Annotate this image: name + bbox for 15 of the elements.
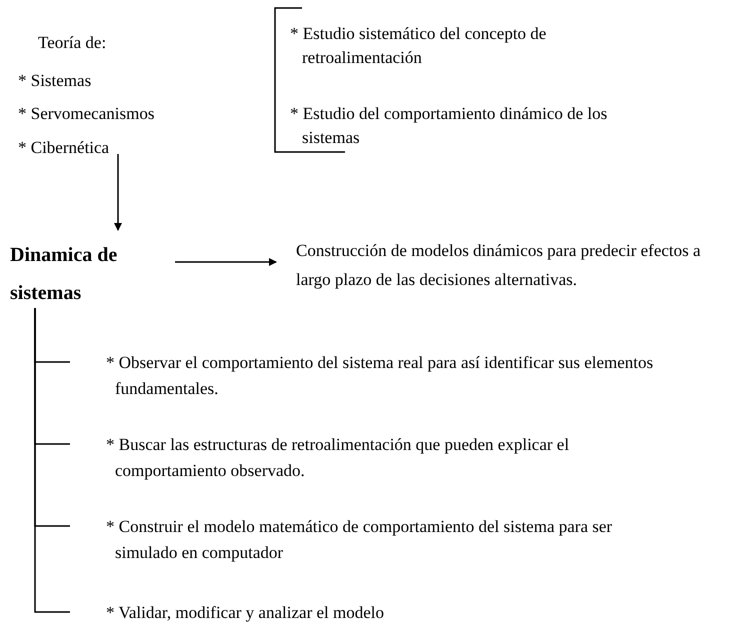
list-item: * Cibernética (18, 136, 110, 158)
list-item: * Servomecanismos (18, 103, 154, 125)
heading-text: Dinamica de sistemas (10, 243, 118, 306)
list-item: * Estudio del comportamiento dinámico de los sistemas (289, 103, 608, 149)
arrow (114, 154, 122, 231)
list-item: * Sistemas (18, 70, 92, 92)
arrow (175, 258, 277, 266)
list-item: * Buscar las estructuras de retroalimentación que pueden explicar el comportamiento observado. (105, 434, 570, 482)
description-text: Construcción de modelos dinámicos para predecir efectos a largo plazo de las decisiones alternativas. (296, 240, 702, 291)
list-item: * Estudio sistemático del concepto de retroalimentación (289, 23, 548, 69)
list-item: * Observar el comportamiento del sistema real para así identificar sus elementos fundamentales. (105, 352, 654, 400)
list-item: * Construir el modelo matemático de comportamiento del sistema para ser simulado en computador (105, 516, 614, 564)
heading-text: Teoría de: (38, 32, 106, 54)
list-item: * Validar, modificar y analizar el modelo (105, 602, 385, 624)
connector-line (34, 308, 70, 613)
